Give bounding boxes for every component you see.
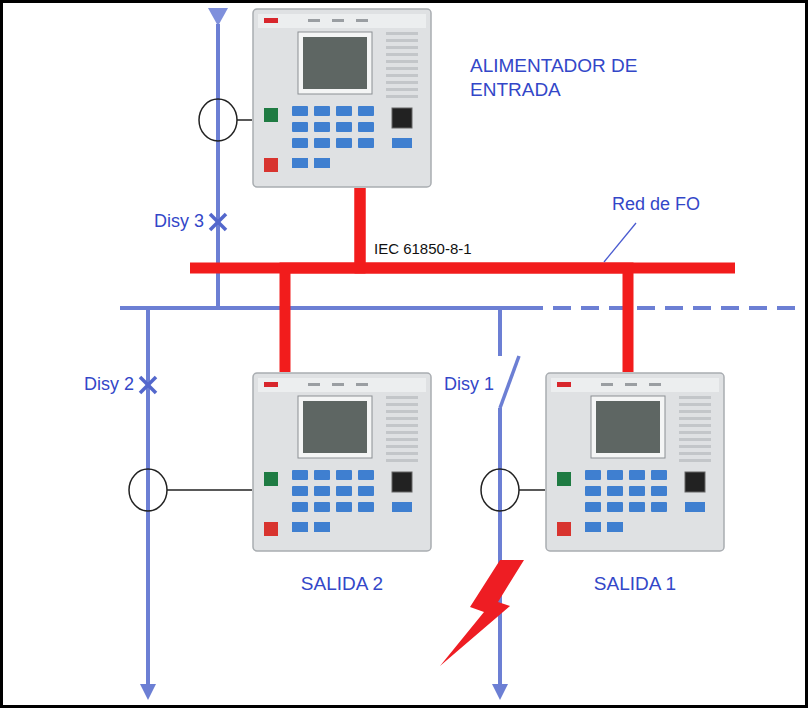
feeder-arrow xyxy=(208,8,228,26)
breaker-symbol xyxy=(210,214,226,230)
text-label: Disy 3 xyxy=(110,211,204,233)
breaker-symbol xyxy=(210,214,226,230)
breaker-symbol xyxy=(140,377,156,393)
relay-device: ALIMENTADOR DE ENTRADA xyxy=(252,8,432,188)
fibre-link xyxy=(285,188,360,372)
feeder-arrow xyxy=(140,684,156,700)
ct-wire xyxy=(237,119,252,121)
text-label: Red de FO xyxy=(612,194,732,216)
ct-wire xyxy=(519,489,545,491)
relay-face xyxy=(252,372,432,552)
relay-device: SALIDA 1 xyxy=(545,372,725,552)
device-label: SALIDA 2 xyxy=(252,572,432,596)
fault-bolt xyxy=(440,560,524,666)
feeder-line xyxy=(498,408,502,686)
fibre-link xyxy=(360,188,628,372)
busbar xyxy=(120,306,525,310)
current-transformer xyxy=(129,469,167,511)
device-label: SALIDA 1 xyxy=(545,572,725,596)
device-label: ALIMENTADOR DE ENTRADA xyxy=(470,54,640,102)
relay-face xyxy=(545,372,725,552)
current-transformer xyxy=(481,469,519,511)
leader-line xyxy=(604,223,636,262)
feeder-line xyxy=(498,308,502,356)
text-label: Disy 1 xyxy=(434,374,494,396)
text-label: IEC 61850-8-1 xyxy=(374,240,544,258)
busbar-dashed xyxy=(525,306,802,310)
relay-device: SALIDA 2 xyxy=(252,372,432,552)
feeder-arrow xyxy=(492,684,508,700)
relay-face xyxy=(252,8,432,188)
feeder-line xyxy=(146,308,150,686)
open-switch-blade xyxy=(500,356,519,408)
ct-wire xyxy=(167,489,252,491)
breaker-symbol xyxy=(140,377,156,393)
current-transformer xyxy=(199,99,237,141)
text-label: Disy 2 xyxy=(40,374,134,396)
